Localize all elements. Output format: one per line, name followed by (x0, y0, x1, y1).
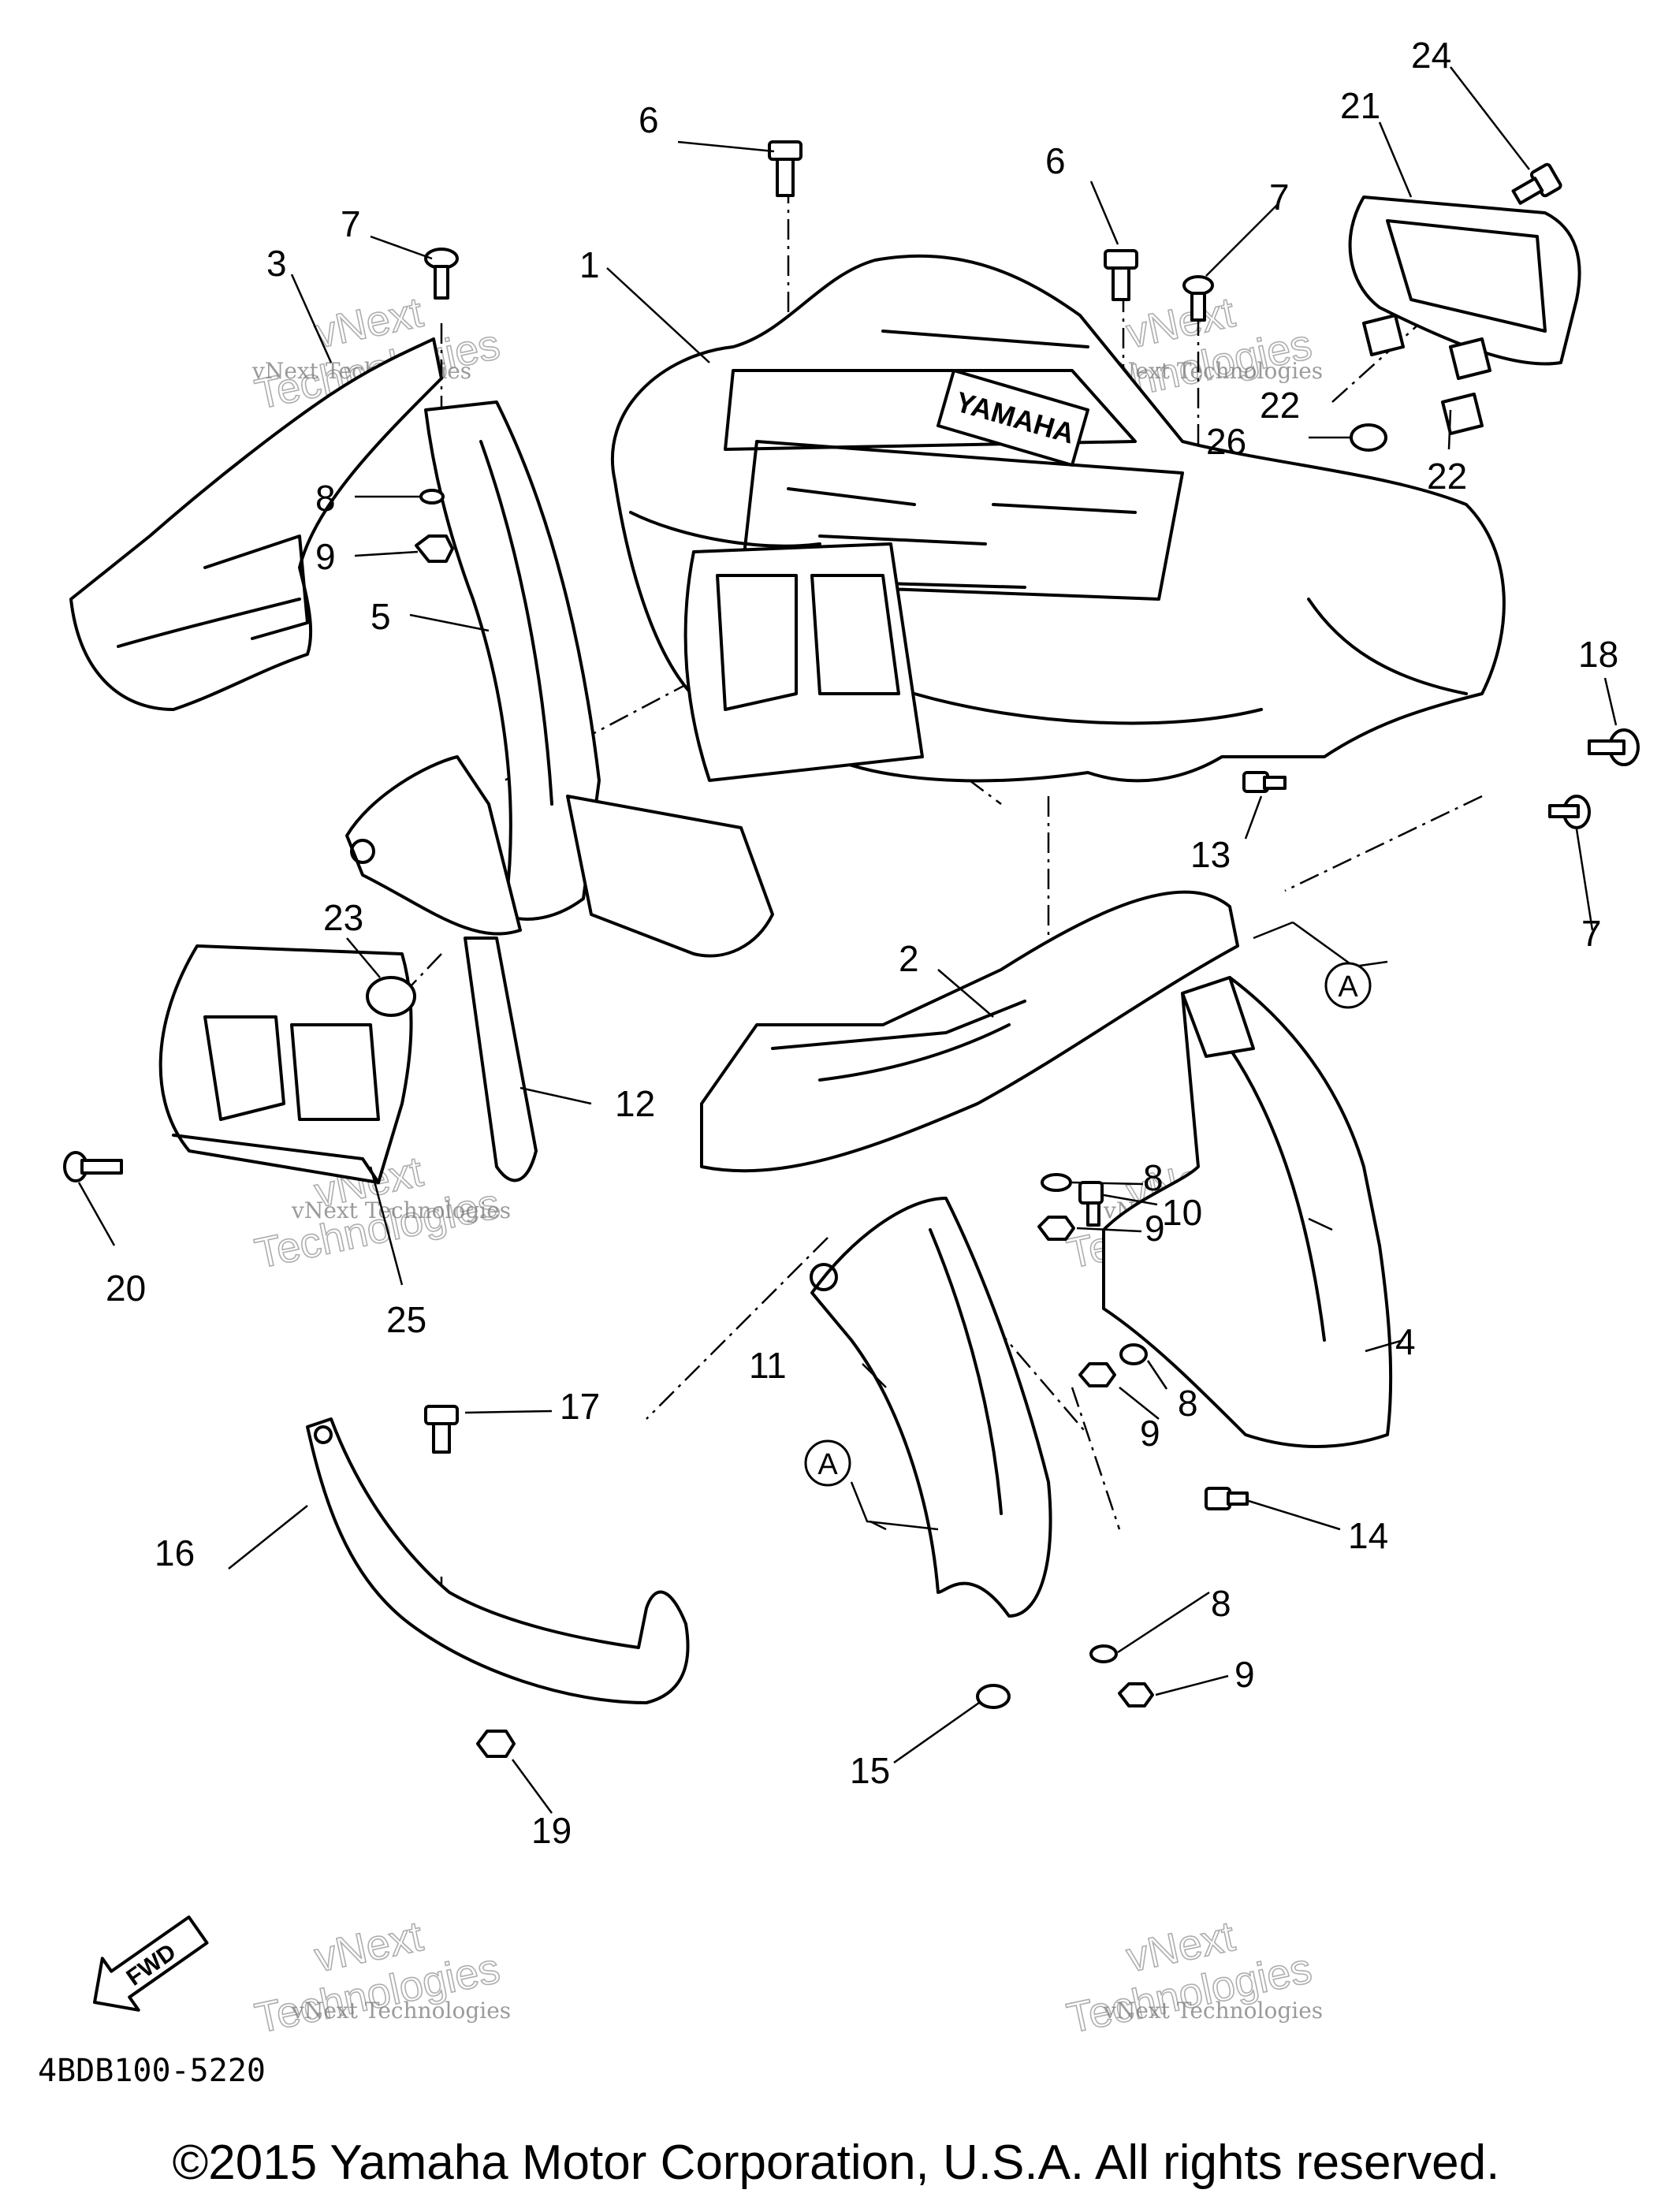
washer-icon (1041, 1173, 1072, 1192)
part-25-headlight-housing (158, 944, 413, 1184)
bolt-icon (1104, 249, 1138, 301)
bolt-icon (1078, 1181, 1104, 1227)
part-3-flap (69, 337, 443, 711)
grommet-icon (1350, 423, 1387, 452)
bolt-icon (1242, 771, 1287, 793)
part-4-fender-panel (1102, 976, 1393, 1448)
callout-label: 21 (1340, 85, 1380, 126)
nut-icon (1037, 1216, 1075, 1241)
screw-icon (1548, 795, 1591, 829)
callout-label: 15 (850, 1750, 890, 1791)
callout-label: 2 (899, 938, 919, 979)
diagram-code: 4BDB100-5220 (38, 2053, 266, 2089)
reference-letter: A (817, 1448, 838, 1481)
part-21-headlight-body (1348, 196, 1581, 435)
callout-label: 6 (1045, 140, 1066, 181)
nut-icon (1118, 1682, 1154, 1707)
washer-icon (1089, 1644, 1118, 1663)
reference-letter: A (1338, 970, 1358, 1004)
callout-label: 7 (1269, 177, 1290, 218)
bolt-icon (768, 140, 802, 197)
washer-icon (419, 489, 445, 505)
callout-label: 10 (1162, 1192, 1202, 1233)
callout-label: 6 (639, 99, 659, 140)
bolt-icon (1205, 1487, 1249, 1510)
callout-label: 8 (1143, 1157, 1164, 1198)
callout-label: 3 (266, 243, 287, 284)
callout-label: 26 (1206, 421, 1246, 462)
watermark-text: vNext Technologies (1103, 1998, 1323, 2024)
bolt-icon (1511, 162, 1562, 205)
callout-label: 23 (323, 897, 363, 938)
callout-label: 4 (1395, 1321, 1416, 1362)
bolt-icon (1588, 728, 1640, 766)
callout-label: 19 (531, 1810, 572, 1851)
part-1-front-fender: YAMAHA (610, 254, 1506, 783)
callout-label: 1 (579, 244, 600, 285)
watermark-text: vNext Technologies (1103, 358, 1323, 384)
callout-label: 9 (1234, 1654, 1255, 1695)
nut-icon (415, 534, 454, 563)
callout-label: 13 (1190, 834, 1231, 875)
forward-arrow-icon: FWD (93, 1915, 209, 2012)
watermark-text: vNext Technologies (291, 1998, 511, 2024)
screw-icon (1182, 275, 1214, 322)
part-2-inner-fender (700, 890, 1239, 1173)
callout-label: 9 (1140, 1413, 1160, 1454)
callout-label: 7 (1581, 913, 1602, 954)
nut-icon (1078, 1362, 1116, 1387)
callout-label: 18 (1578, 634, 1618, 675)
callout-label: 24 (1411, 35, 1451, 76)
callout-label: 25 (386, 1299, 426, 1340)
washer-icon (976, 1684, 1011, 1709)
part-11-inner-strip (810, 1197, 1052, 1618)
callout-label: 17 (560, 1386, 600, 1427)
callout-label: 5 (371, 596, 391, 637)
screw-icon (424, 248, 459, 300)
callout-label: 22 (1427, 456, 1467, 497)
washer-icon (1119, 1343, 1148, 1365)
callout-label: 9 (1145, 1208, 1165, 1249)
callout-label: 22 (1260, 385, 1300, 426)
bolt-icon (424, 1405, 459, 1454)
callout-label: 14 (1348, 1515, 1388, 1556)
nut-icon (476, 1730, 516, 1758)
copyright-notice: ©2015 Yamaha Motor Corporation, U.S.A. A… (172, 2136, 1500, 2190)
callout-label: 12 (615, 1083, 655, 1124)
watermark-text: vNext Technologies (291, 1197, 511, 1223)
callout-labels: 1 2 3 4 5 6 6 7 7 7 8 8 8 8 9 9 9 9 10 1… (106, 35, 1618, 1851)
reference-marker: A (804, 1439, 851, 1487)
part-12-strip (464, 937, 538, 1182)
callout-label: 11 (749, 1345, 787, 1386)
callout-label: 20 (106, 1268, 146, 1309)
callout-label: 9 (315, 536, 336, 577)
callout-label: 7 (341, 203, 361, 244)
bracket-left (345, 755, 774, 958)
callout-label: 16 (155, 1532, 195, 1573)
part-16-stay (306, 1417, 690, 1704)
screw-icon (63, 1151, 123, 1182)
callout-label: 8 (1178, 1383, 1198, 1424)
hardware-group (63, 140, 1640, 1758)
callout-label: 8 (315, 478, 336, 519)
callout-label: 8 (1211, 1583, 1231, 1624)
collar-icon (366, 976, 416, 1017)
reference-marker: A (1324, 962, 1372, 1009)
